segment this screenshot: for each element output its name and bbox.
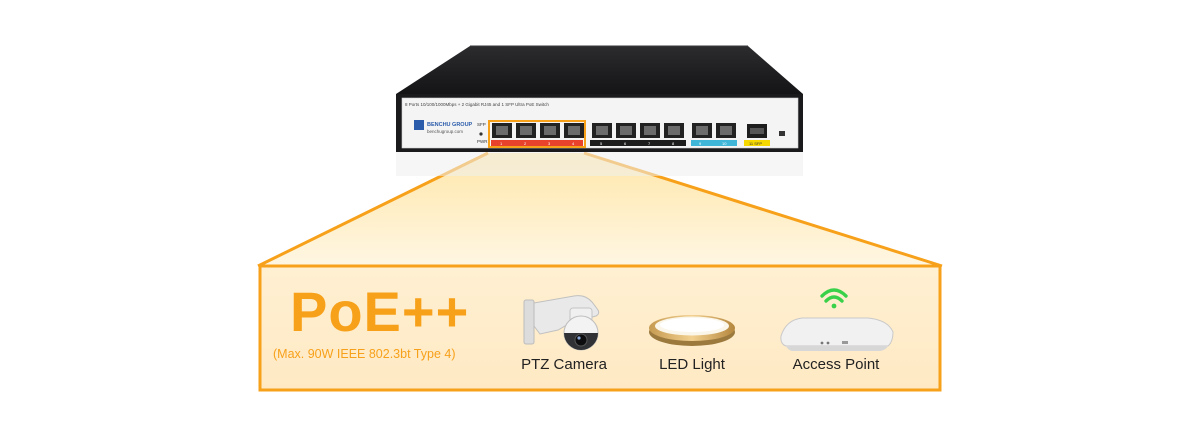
port-label: 4 xyxy=(572,141,575,146)
reset-button-icon xyxy=(779,131,785,136)
port-label: 2 xyxy=(524,141,527,146)
port-label: 5 xyxy=(600,141,603,146)
device-label-ptz-camera: PTZ Camera xyxy=(521,356,607,373)
sfp-label: 11 SFP xyxy=(749,141,762,146)
brand-logo-icon xyxy=(414,120,424,130)
led-light-icon xyxy=(649,315,735,346)
access-point-icon xyxy=(780,317,894,351)
ptz-camera-icon xyxy=(523,295,600,351)
port-label: 9 xyxy=(699,141,702,146)
device-label-led-light: LED Light xyxy=(659,356,725,373)
device-label-access-point: Access Point xyxy=(792,356,880,373)
port-label: 1 xyxy=(500,141,503,146)
port-label: 10 xyxy=(722,141,727,146)
uplink-ports-group: 9 10 xyxy=(691,123,737,146)
port-label: 6 xyxy=(624,141,627,146)
port-label: 7 xyxy=(648,141,651,146)
switch-spec-line: 8 Ports 10/100/1000Mbps + 2 Gigabit RJ45… xyxy=(405,102,549,107)
poe-subtitle: (Max. 90W IEEE 802.3bt Type 4) xyxy=(273,347,456,361)
indicator-sfp: SFP xyxy=(477,122,486,127)
sfp-port: 11 SFP xyxy=(744,124,770,146)
poe-beam xyxy=(258,153,942,266)
poe-title: PoE++ xyxy=(290,280,470,343)
indicator-pwr: PWR xyxy=(477,139,488,144)
wifi-icon xyxy=(820,288,848,309)
poe-ports-group: 1 2 3 4 xyxy=(488,120,586,148)
poe-switch: 8 Ports 10/100/1000Mbps + 2 Gigabit RJ45… xyxy=(396,45,803,176)
switch-brand: BENCHU GROUP xyxy=(427,122,473,128)
switch-website: benchugroup.com xyxy=(427,129,463,134)
standard-ports-group: 5 6 7 8 xyxy=(590,123,686,146)
port-label: 3 xyxy=(548,141,551,146)
port-label: 8 xyxy=(672,141,675,146)
